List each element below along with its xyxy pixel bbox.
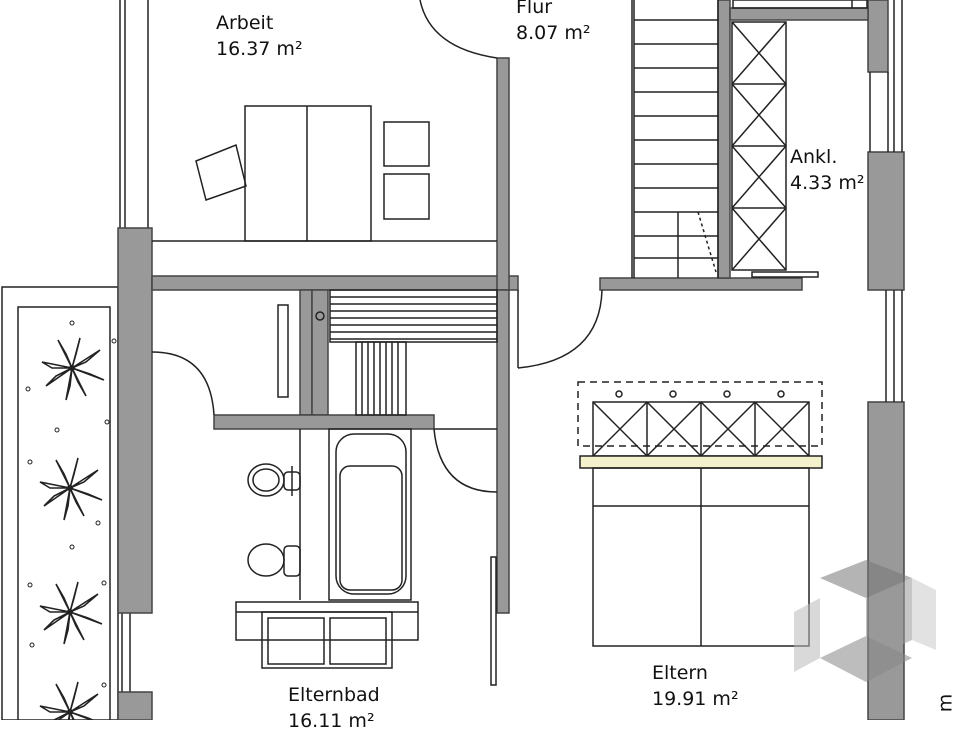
room-label-flur: Flur 8.07 m² [516, 0, 590, 46]
watermark-logo-icon [794, 560, 936, 682]
top-cabinet [732, 0, 868, 9]
bathroom-fixtures [235, 428, 419, 669]
closet-and-radiator [277, 289, 498, 416]
room-area: 16.11 m² [288, 710, 375, 732]
wardrobe-ankleide [731, 21, 819, 278]
staircase [631, 0, 719, 278]
office-furniture [152, 105, 497, 242]
room-label-elternbad: Elternbad 16.11 m² [288, 682, 380, 734]
room-area: 4.33 m² [790, 172, 865, 194]
room-label-arbeit: Arbeit 16.37 m² [216, 10, 303, 62]
room-area: 16.37 m² [216, 38, 303, 60]
terrace [1, 286, 119, 720]
room-label-ankleide: Ankl. 4.33 m² [790, 144, 864, 196]
room-name: Flur [516, 0, 553, 18]
window-right [869, 0, 903, 402]
edge-text: m [934, 693, 957, 713]
window-left-lower [121, 613, 131, 692]
bed [577, 381, 823, 647]
doors [151, 0, 603, 686]
terrace-dots [25, 320, 117, 688]
window-left-upper [119, 0, 149, 228]
room-name: Arbeit [216, 12, 274, 34]
room-name: Eltern [652, 662, 708, 684]
room-area: 8.07 m² [516, 22, 591, 44]
room-label-eltern: Eltern 19.91 m² [652, 660, 739, 712]
room-name: Elternbad [288, 684, 380, 706]
room-area: 19.91 m² [652, 688, 739, 710]
room-name: Ankl. [790, 146, 838, 168]
